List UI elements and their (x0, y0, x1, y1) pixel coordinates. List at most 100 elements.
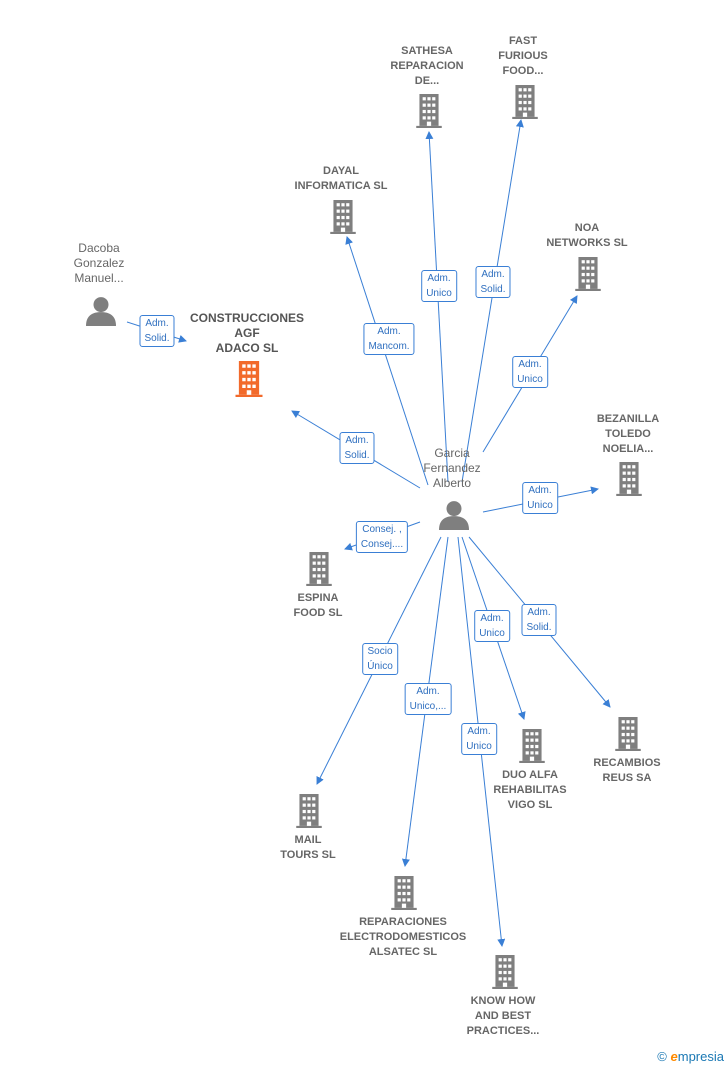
node-label-line: PRACTICES... (466, 1025, 540, 1037)
edge-role-badge-dayal[interactable]: Adm. Mancom. (363, 323, 415, 355)
node-label-line: Fernandez (423, 461, 481, 475)
node-label-line: DE... (414, 75, 440, 87)
edge-role-text: Mancom. (368, 341, 410, 352)
node-label-line: FOOD SL (293, 607, 343, 619)
edge-role-text: Adm. (377, 326, 401, 337)
node-label-line: TOLEDO (605, 428, 651, 440)
edge-role-text: Unico (527, 500, 553, 511)
node-label-line: Garcia (434, 446, 470, 460)
edge-role-text: Adm. (481, 269, 505, 280)
node-label-line: REUS SA (602, 772, 652, 784)
building-icon-knowhow[interactable] (492, 955, 518, 989)
node-label-bezanilla[interactable]: BEZANILLA TOLEDO NOELIA... (597, 412, 659, 457)
node-label-line: Alberto (432, 476, 472, 490)
edge-role-badge-construcciones[interactable]: Adm. Solid. (339, 432, 375, 464)
node-label-line: NETWORKS SL (546, 237, 628, 249)
node-label-line: ALSATEC SL (368, 946, 438, 958)
edge-role-text: Solid. (344, 450, 370, 461)
node-label-line: RECAMBIOS (593, 757, 661, 769)
node-label-line: INFORMATICA SL (294, 180, 388, 192)
edge-role-text: Unico (479, 628, 505, 639)
node-label-line: FURIOUS (498, 50, 548, 62)
node-label-line: VIGO SL (507, 799, 553, 811)
empresia-logo[interactable]: © empresia (657, 1049, 724, 1064)
node-label-espina[interactable]: ESPINA FOOD SL (294, 591, 343, 621)
edge-role-badge-noa[interactable]: Adm.Unico (512, 356, 548, 388)
edge-role-text: Solid. (144, 333, 170, 344)
edge-role-badge-reparaciones[interactable]: Adm. Unico,... (404, 683, 452, 715)
building-icon-reparaciones[interactable] (391, 876, 417, 910)
building-icon-espina[interactable] (306, 552, 332, 586)
node-label-line: MAIL (294, 834, 322, 846)
node-label-line: CONSTRUCCIONES (189, 311, 305, 325)
person-icon-center[interactable] (439, 501, 469, 530)
node-label-line: AND BEST (474, 1010, 532, 1022)
edge-center-to-fast (461, 119, 524, 483)
copyright-symbol: © (657, 1049, 667, 1064)
node-label-line: Gonzalez (73, 256, 125, 270)
node-label-line: NOA (574, 222, 600, 234)
building-icon-construcciones[interactable] (235, 361, 263, 397)
node-label-line: BEZANILLA (596, 413, 660, 425)
edge-role-text: Unico (517, 374, 543, 385)
building-icon-dayal[interactable] (330, 200, 356, 234)
node-label-recambios[interactable]: RECAMBIOS REUS SA (593, 756, 660, 786)
node-label-line: NOELIA... (602, 443, 654, 455)
edge-role-text: Adm. (427, 273, 451, 284)
edge-role-text: Adm. (527, 607, 551, 618)
node-label-line: REHABILITAS (493, 784, 567, 796)
building-icon-bezanilla[interactable] (616, 462, 642, 496)
building-icon-recambios[interactable] (615, 717, 641, 751)
node-label-line: ESPINA (297, 592, 339, 604)
edge-role-badge-duoalfa[interactable]: Adm. Unico (474, 610, 510, 642)
brand-initial: e (670, 1049, 678, 1064)
edge-role-text: Unico (466, 741, 492, 752)
building-icon-sathesa[interactable] (416, 94, 442, 128)
node-label-line: SATHESA (401, 45, 453, 57)
edge-role-badge-sathesa[interactable]: Adm. Unico (421, 270, 457, 302)
building-icon-noa[interactable] (575, 257, 601, 291)
edge-role-text: Adm. (480, 613, 504, 624)
edge-role-badge-fast[interactable]: Adm.Solid. (475, 266, 511, 298)
edge-role-text: Único (367, 661, 393, 672)
node-label-line: AGF (234, 326, 260, 340)
edge-role-text: Adm. (345, 435, 369, 446)
node-label-line: FAST (508, 35, 538, 47)
building-icon-duoalfa[interactable] (519, 729, 545, 763)
edge-role-text: Adm. (416, 686, 440, 697)
node-label-line: DUO ALFA (502, 769, 558, 781)
edge-role-text: Solid. (526, 622, 552, 633)
node-label-knowhow[interactable]: KNOW HOW AND BEST PRACTICES... (467, 994, 540, 1039)
edge-role-text: Consej.... (360, 539, 404, 550)
building-icon-fast[interactable] (512, 85, 538, 119)
edge-role-badge-recambios[interactable]: Adm. Solid. (521, 604, 557, 636)
edge-role-text: Consej. , (362, 524, 402, 535)
node-label-line: ELECTRODOMESTICOS (339, 931, 467, 943)
node-label-line: KNOW HOW (470, 995, 536, 1007)
edge-role-badge-bezanilla[interactable]: Adm. Unico (522, 482, 558, 514)
edge-role-badge-construcciones[interactable]: Adm. Solid. (139, 315, 175, 347)
node-label-noa[interactable]: NOA NETWORKS SL (546, 221, 627, 251)
edge-role-badge-knowhow[interactable]: Adm. Unico (461, 723, 497, 755)
edge-role-text: Adm. (528, 485, 552, 496)
building-icon-mail[interactable] (296, 794, 322, 828)
edge-role-text: Unico,... (409, 701, 447, 712)
edge-role-text: Adm. (467, 726, 491, 737)
node-label-line: ADACO SL (215, 341, 279, 355)
brand-name: mpresia (677, 1049, 724, 1064)
node-label-duoalfa[interactable]: DUO ALFA REHABILITAS VIGO SL (493, 768, 566, 813)
edge-role-text: Unico (426, 288, 452, 299)
edge-role-text: Adm. (145, 318, 169, 329)
person-icon-dacoba[interactable] (86, 297, 116, 326)
node-label-line: Manuel... (74, 271, 124, 285)
edge-role-badge-espina[interactable]: Consej. , Consej.... (355, 521, 409, 553)
